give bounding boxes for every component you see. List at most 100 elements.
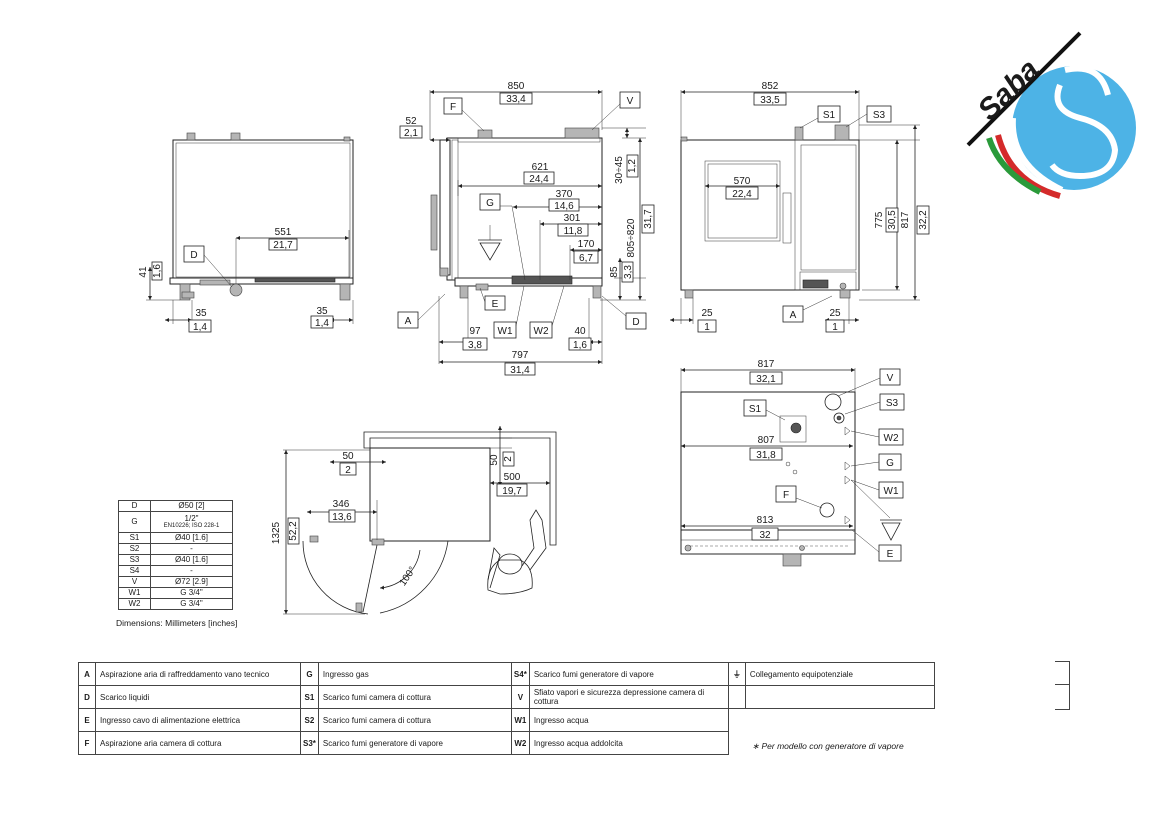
dim-170: 170 [578,239,595,250]
dim-301-in: 11,8 [564,226,583,237]
callout-f-top: F [783,490,789,501]
callout-e: E [492,299,499,310]
dim-813-in: 32 [759,530,771,541]
callout-e-top: E [887,549,894,560]
callout-w2: W2 [534,326,549,337]
callout-s1-top: S1 [749,404,762,415]
dim-35-left: 35 [195,308,207,319]
dim-621: 621 [532,162,549,173]
dim-35-right-in: 1,4 [315,318,329,329]
dim-25-left: 25 [701,308,713,319]
dim-85-in: 3,3 [623,265,634,279]
side-view: 850 33,4 52 2,1 F V 621 24,4 370 14,6 30… [397,81,655,376]
callout-s1: S1 [823,110,836,121]
dim-852: 852 [762,81,779,92]
dim-807-in: 31,8 [756,450,776,461]
dim-52-in: 2,1 [404,128,418,139]
dim-25-left-in: 1 [704,322,710,333]
dim-170-in: 6,7 [579,253,593,264]
callout-a: A [405,316,412,327]
dim-370: 370 [556,189,573,200]
dim-41-in: 1,6 [152,264,163,278]
dim-850: 850 [508,81,525,92]
dim-813: 813 [757,515,774,526]
callout-g-top: G [886,458,894,469]
truncated-table-edge [1055,661,1070,710]
dim-30-45: 30÷45 [614,156,625,184]
dim-775-in: 30,5 [887,210,898,230]
callout-a-rear: A [790,310,797,321]
rear-view: 852 33,5 570 22,4 S1 S3 775 30,5 817 32,… [670,81,930,333]
dim-500-in: 19,7 [502,486,522,497]
saba-logo: Saba [966,31,1136,199]
callout-d: D [190,250,197,261]
dim-25-right-in: 1 [832,322,838,333]
dim-40-in: 1,6 [573,340,587,351]
dim-30-45-in: 1,2 [627,159,638,173]
door-plan: 100° 1325 52,2 50 2 50 2 500 19,7 346 13… [271,426,557,615]
dim-551: 551 [275,227,292,238]
callout-w1-top: W1 [884,486,899,497]
dim-500: 500 [504,472,521,483]
dim-41: 41 [138,266,149,278]
dim-346-in: 13,6 [332,512,352,523]
dim-817: 817 [900,211,911,228]
table-row: S4- [118,565,233,577]
dim-40: 40 [574,326,586,337]
dim-370-in: 14,6 [554,201,574,212]
dim-805-820: 805÷820 [626,218,637,257]
dim-50-b-in: 2 [503,456,514,462]
callout-d-side: D [632,317,639,328]
dim-50-a: 50 [342,451,354,462]
dim-797-in: 31,4 [510,365,530,376]
dim-817-in: 32,2 [918,210,929,230]
dim-570: 570 [734,176,751,187]
dim-301: 301 [564,213,581,224]
dim-850-in: 33,4 [506,94,526,105]
dim-852-in: 33,5 [760,95,780,106]
callout-w2-top: W2 [884,433,899,444]
dim-52: 52 [405,116,417,127]
dim-817-top: 817 [758,359,775,370]
callout-f: F [450,102,456,113]
dim-570-in: 22,4 [732,189,752,200]
equipotential-icon: ⏚ [727,662,746,686]
dim-805-820-in: 31,7 [643,209,654,229]
dim-1325: 1325 [271,521,282,544]
dim-97: 97 [469,326,481,337]
callout-g: G [486,198,494,209]
dim-35-right: 35 [316,306,328,317]
dim-775: 775 [874,211,885,228]
dim-551-in: 21,7 [273,240,293,251]
dim-angle: 100° [398,565,419,588]
dim-25-right: 25 [829,308,841,319]
dim-817-top-in: 32,1 [756,374,776,385]
footnote: ∗ Per modello con generatore di vapore [752,741,904,751]
dim-797: 797 [512,350,529,361]
dim-807: 807 [758,435,775,446]
callout-w1: W1 [498,326,513,337]
dim-50-b: 50 [489,454,500,466]
dim-50-a-in: 2 [345,465,351,476]
callout-s3-top: S3 [886,398,899,409]
callout-v: V [627,96,634,107]
operator-figure [487,509,547,595]
top-view: 817 32,1 807 31,8 813 32 V S3 S1 W2 G W1… [680,359,905,567]
dim-346: 346 [333,499,350,510]
dim-97-in: 3,8 [468,340,482,351]
callout-s3: S3 [873,110,886,121]
